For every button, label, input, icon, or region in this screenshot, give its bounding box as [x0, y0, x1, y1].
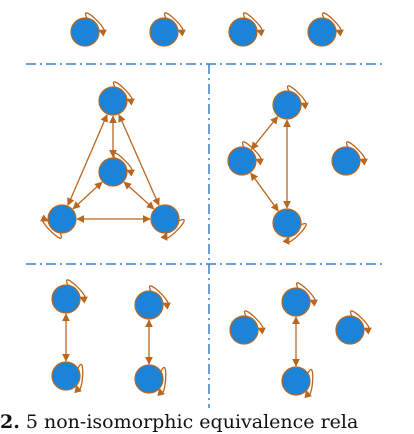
self-loop-b [74, 363, 84, 394]
self-loop-b [241, 141, 264, 166]
node-d [331, 146, 361, 176]
self-loop-b [295, 282, 318, 307]
self-loop-a [112, 81, 135, 106]
node-d [134, 364, 164, 394]
panel-two-plus-two-classes [51, 279, 171, 397]
node-a [229, 315, 259, 345]
node-c [228, 17, 258, 47]
self-loop-d [157, 366, 167, 397]
self-loop-b [112, 152, 135, 177]
edge-b-c [72, 181, 103, 210]
node-b [98, 157, 128, 187]
node-b [51, 361, 81, 391]
self-loop-c [40, 214, 63, 239]
panel-complete-four-node-class [40, 81, 185, 241]
node-a [98, 86, 128, 116]
graphs-layer [40, 12, 372, 399]
self-loop-c [148, 285, 171, 310]
self-loop-c [304, 368, 314, 399]
caption-text: 5 non-isomorphic equivalence rela [19, 411, 359, 433]
node-c [47, 204, 77, 234]
node-a [51, 284, 81, 314]
self-loop-a [84, 12, 107, 37]
node-d [150, 204, 180, 234]
panel-two-plus-one-plus-one-classes [229, 282, 372, 399]
node-a [272, 90, 302, 120]
self-loop-d [160, 218, 185, 241]
node-d [307, 17, 337, 47]
self-loop-a [243, 310, 266, 335]
figure-caption: 2. 5 non-isomorphic equivalence rela [0, 410, 414, 434]
self-loop-c [242, 12, 265, 37]
self-loop-d [321, 12, 344, 37]
panel-top-four-singletons [70, 12, 344, 47]
node-c [134, 290, 164, 320]
self-loop-c [282, 222, 307, 245]
self-loop-d [345, 141, 368, 166]
edge-b-d [123, 181, 155, 210]
self-loop-d [349, 310, 372, 335]
node-b [227, 146, 257, 176]
node-d [335, 315, 365, 345]
node-c [281, 366, 311, 396]
panel-three-plus-one-classes [227, 85, 368, 245]
node-c [272, 208, 302, 238]
node-a [70, 17, 100, 47]
self-loop-a [286, 85, 309, 110]
node-b [149, 17, 179, 47]
edge-a-b [250, 116, 279, 150]
edge-b-c [250, 172, 279, 212]
edge-a-c [67, 114, 108, 206]
node-b [281, 287, 311, 317]
caption-figure-number: 2. [0, 411, 20, 433]
self-loop-b [163, 12, 186, 37]
self-loop-a [65, 279, 88, 304]
